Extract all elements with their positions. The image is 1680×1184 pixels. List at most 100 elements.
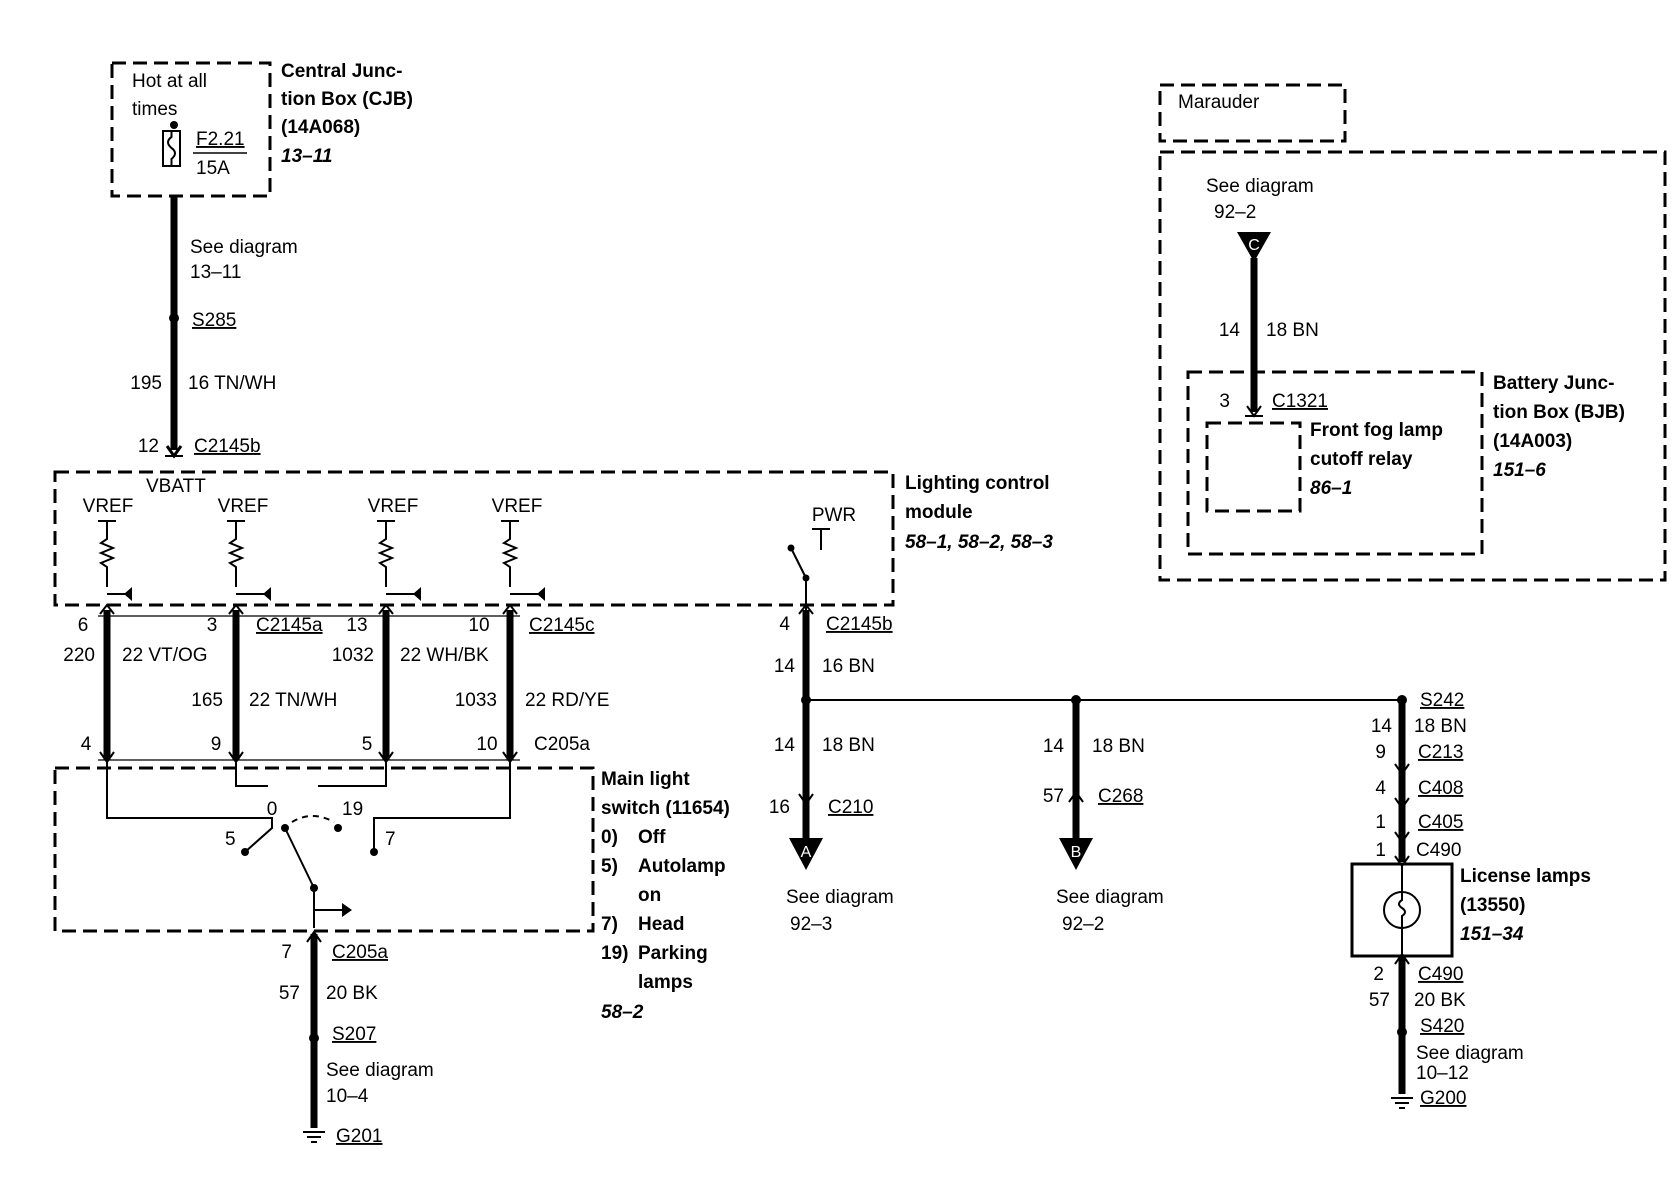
circuit-number: 1033 xyxy=(455,690,497,711)
pin-number: 4 xyxy=(1375,778,1386,799)
ground-label: G200 xyxy=(1420,1088,1466,1109)
circuit-number: 57 xyxy=(279,983,300,1004)
vref-pullup-3: VREF xyxy=(368,496,421,601)
arrow-icon xyxy=(263,587,271,601)
vref-pullup-2: VREF xyxy=(218,496,271,601)
resistor-icon xyxy=(98,521,116,587)
ground-label: G201 xyxy=(336,1126,382,1147)
branch-b: B 14 18 BN 57 C268 See diagram 92–2 xyxy=(1043,695,1164,935)
connector-label: C210 xyxy=(828,797,873,818)
off-page-letter: C xyxy=(1248,237,1260,254)
connector-label: C490 xyxy=(1418,964,1463,985)
feed-wire-195: See diagram 13–11 S285 195 16 TN/WH 12 C… xyxy=(130,196,298,459)
arrow-icon xyxy=(124,587,132,601)
ground-wire-g201: 7 C205a 57 20 BK S207 See diagram 10–4 G… xyxy=(279,930,434,1147)
resistor-icon xyxy=(501,521,519,587)
see-diagram-ref: 10–12 xyxy=(1416,1063,1469,1084)
relay-box xyxy=(1205,421,1302,513)
resistor-icon xyxy=(377,521,395,587)
pin-number: 1 xyxy=(1375,812,1386,833)
arrow-icon xyxy=(413,587,421,601)
wire-gauge-color: 22 WH/BK xyxy=(400,645,489,666)
splice-dot xyxy=(169,313,179,323)
connector-label: C408 xyxy=(1418,778,1463,799)
circuit-number: 14 xyxy=(1219,320,1241,341)
connector-c2145a: C2145a xyxy=(256,615,323,636)
lcm-ref: 58–1, 58–2, 58–3 xyxy=(905,532,1053,553)
switch-box xyxy=(53,766,595,933)
pin-number: 6 xyxy=(78,615,89,636)
connector-label: C2145b xyxy=(826,614,893,635)
pwr-label: PWR xyxy=(812,505,856,526)
pin-number: 2 xyxy=(1373,964,1384,985)
pin-number: 4 xyxy=(779,614,790,635)
vref-label: VREF xyxy=(368,496,419,517)
switch-ref: 58–2 xyxy=(601,1002,644,1023)
bjb-title-line3: (14A003) xyxy=(1493,431,1572,452)
pin-number: 10 xyxy=(476,734,497,755)
switch-blade xyxy=(284,827,315,889)
splice-label: S285 xyxy=(192,310,236,331)
lcm-title-line1: Lighting control xyxy=(905,473,1050,494)
wire-gauge-color: 22 RD/YE xyxy=(525,690,609,711)
connector-label: C205a xyxy=(332,942,388,963)
ground-icon xyxy=(303,1131,325,1143)
switch-title-line1: Main light xyxy=(601,769,690,790)
connector-c2145c: C2145c xyxy=(529,615,595,636)
pwr-switch: PWR xyxy=(787,505,856,582)
fuse-icon xyxy=(162,130,181,167)
circuit-number: 14 xyxy=(1371,716,1393,737)
position-num: 7) xyxy=(601,914,618,935)
pin-number: 5 xyxy=(362,734,373,755)
see-diagram-label: See diagram xyxy=(1056,887,1164,908)
pin-number: 4 xyxy=(81,734,92,755)
circuit-number: 165 xyxy=(191,690,223,711)
circuit-number: 14 xyxy=(774,656,796,677)
circuit-number: 14 xyxy=(1043,736,1065,757)
wire-gauge-color: 22 VT/OG xyxy=(122,645,208,666)
switch-title-line2: switch (11654) xyxy=(601,798,730,819)
connector-label: C490 xyxy=(1416,840,1461,861)
wire-gauge-color: 18 BN xyxy=(1414,716,1467,737)
wire-gauge-color: 16 TN/WH xyxy=(188,373,276,394)
license-title-line2: (13550) xyxy=(1460,895,1526,916)
circuit-number: 195 xyxy=(130,373,162,394)
branch-a: A 14 18 BN 16 C210 See diagram 92–3 xyxy=(769,735,894,935)
wire-gauge-color: 18 BN xyxy=(822,735,875,756)
see-diagram-ref: 10–4 xyxy=(326,1086,369,1107)
splice-dot xyxy=(1397,1027,1407,1037)
pin-number: 7 xyxy=(281,942,292,963)
switch-travel-arc xyxy=(291,815,335,823)
pin-number: 16 xyxy=(769,797,790,818)
see-diagram-ref: 13–11 xyxy=(190,262,241,283)
position-label: 5 xyxy=(225,829,236,850)
pin-number: 9 xyxy=(1375,742,1386,763)
see-diagram-label: See diagram xyxy=(190,237,298,258)
license-lamp-branch: S242 14 18 BN 9 C213 4 C408 1 C405 1 C49… xyxy=(1350,690,1591,1109)
pwr-output-wire: 4 C2145b 14 16 BN xyxy=(774,580,1402,845)
position-label: 0 xyxy=(267,799,278,820)
lcm-to-switch-wires: 6 3 13 10 C2145a C2145c 220 22 VT/OG 165… xyxy=(63,603,609,764)
position-desc: Autolamp xyxy=(638,856,726,877)
bjb-ref: 151–6 xyxy=(1493,460,1546,481)
fuse-number: F2.21 xyxy=(196,129,245,150)
bjb-box xyxy=(1186,370,1484,556)
see-diagram-label: See diagram xyxy=(326,1060,434,1081)
fuse-amperage: 15A xyxy=(196,158,230,179)
pin-number: 3 xyxy=(1219,391,1230,412)
pin-number: 12 xyxy=(138,436,159,457)
connector-label: C268 xyxy=(1098,786,1143,807)
off-page-arrow-icon xyxy=(789,838,823,870)
see-diagram-ref: 92–3 xyxy=(790,914,832,935)
marauder-label-box xyxy=(1158,83,1347,143)
marauder-box xyxy=(1158,150,1667,582)
resistor-icon xyxy=(227,521,245,587)
position-num: 5) xyxy=(601,856,618,877)
pin-number: 10 xyxy=(468,615,489,636)
splice-dot xyxy=(309,1033,319,1043)
main-light-switch: 0 19 5 7 Main light switch (11654) 0) Of… xyxy=(53,762,730,1023)
cjb-box xyxy=(110,61,272,198)
position-desc: Head xyxy=(638,914,684,935)
